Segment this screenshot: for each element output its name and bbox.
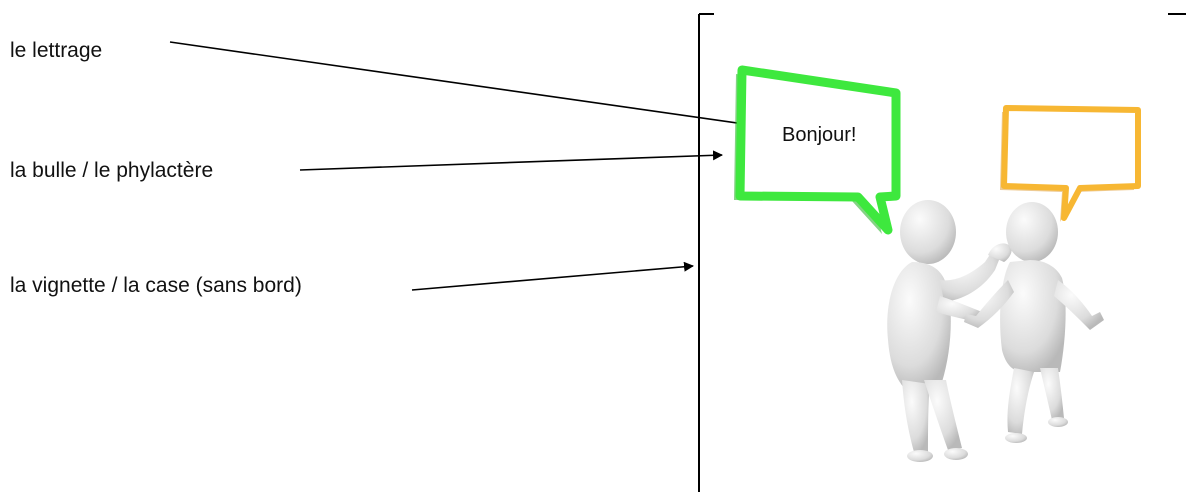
arrow-vignette xyxy=(411,261,694,291)
listening-figure-right-icon xyxy=(964,202,1104,443)
orange-speech-bubble-icon xyxy=(1000,105,1141,222)
talking-figure-left-icon xyxy=(887,200,1012,462)
bubble-text: Bonjour! xyxy=(782,124,857,146)
label-vignette: la vignette / la case (sans bord) xyxy=(10,274,302,297)
label-bulle: la bulle / le phylactère xyxy=(10,159,214,182)
arrow-bulle xyxy=(299,150,723,171)
label-lettrage: le lettrage xyxy=(10,39,103,62)
green-speech-bubble-icon: Bonjour! xyxy=(734,65,901,235)
arrow-lettrage xyxy=(169,41,773,132)
